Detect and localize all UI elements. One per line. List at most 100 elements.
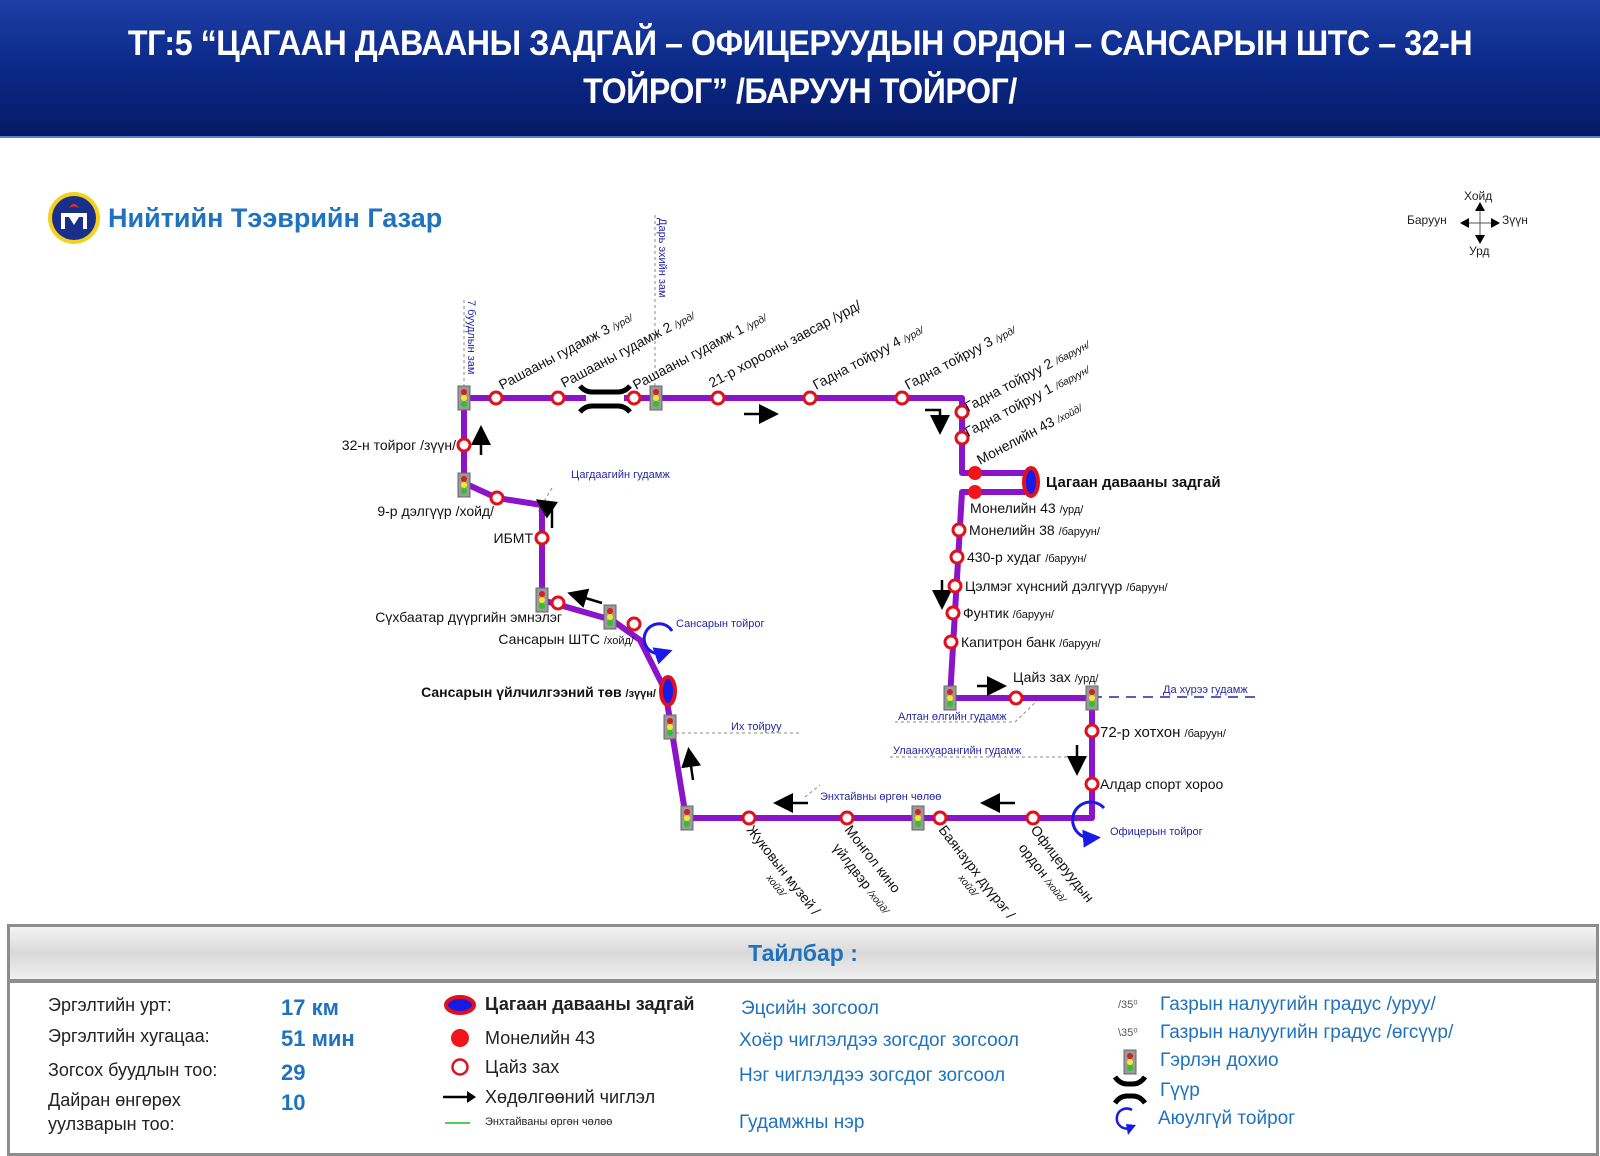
legend-extra-label: Аюулгүй тойрог	[1158, 1108, 1296, 1129]
traffic-light-icon	[1123, 1049, 1137, 1075]
compass-south: Урд	[1469, 244, 1490, 258]
legend-title: Тайлбар :	[748, 940, 858, 966]
legend-extra-label: Гэрлэн дохио	[1160, 1050, 1279, 1071]
stop-label: Монелийн 43 /хойд/	[974, 398, 1086, 467]
page-title: ТГ:5 “ЦАГААН ДАВААНЫ ЗАДГАЙ – ОФИЦЕРУУДЫ…	[127, 24, 1473, 111]
stop-kapitron	[943, 634, 959, 650]
stop-sansar-shts	[626, 616, 642, 632]
stop-funtik	[945, 605, 961, 621]
stop-g4	[802, 390, 818, 406]
legend-symbols	[443, 995, 476, 1124]
stop-zhukov	[741, 810, 757, 826]
legend-meaning: Нэг чиглэлдээ зогсдог зогсоол	[739, 1065, 1006, 1086]
stat-value: 51 мин	[281, 1026, 355, 1051]
street-label: Да хүрээ гудамж	[1163, 684, 1248, 696]
roundabout-sansar	[642, 622, 674, 665]
stop-label: Цэлмэг хүнсний дэлгүүр /баруун/	[965, 578, 1169, 594]
stop-sukhbaatar	[550, 595, 566, 611]
stop-m43-north	[968, 466, 982, 480]
stop-g1	[954, 430, 970, 446]
header-banner: ТГ:5 “ЦАГААН ДАВААНЫ ЗАДГАЙ – ОФИЦЕРУУДЫ…	[0, 0, 1600, 138]
stop-label: Капитрон банк /баруун/	[961, 634, 1101, 650]
legend-symbol-label: Хөдөлгөөний чиглэл	[485, 1087, 656, 1107]
stop-m43-south	[968, 485, 982, 499]
stop-h72	[1084, 723, 1100, 739]
street-label: 7 буудлын зам	[465, 300, 477, 374]
stat-value: 29	[281, 1060, 306, 1085]
stop-label: Фунтик /баруун/	[963, 605, 1055, 621]
street-label: Офицерын тойрог	[1110, 826, 1203, 838]
traffic-light-icon	[911, 805, 925, 831]
legend-extra-label: Газрын налуугийн градус /уруу/	[1160, 994, 1436, 1015]
stop-m38	[951, 522, 967, 538]
bridge-icon	[578, 384, 632, 414]
stop-g2	[954, 404, 970, 420]
stop-mongol-kino	[839, 810, 855, 826]
stat-value: 17 км	[281, 995, 339, 1020]
stop-label: 72-р хотхон /баруун/	[1100, 724, 1227, 741]
legend-panel: Тайлбар : Эргэлтийн урт: 17 км Эргэлтийн…	[7, 924, 1599, 1156]
stop-label: Баянзүрх дүүрэг /	[936, 822, 1019, 920]
traffic-light-icon	[457, 385, 471, 411]
stop-t32	[456, 437, 472, 453]
stop-label: 32-н тойрог /зүүн/	[342, 437, 456, 453]
stop-g3	[894, 390, 910, 406]
street-label: Дарь эхийн зам	[656, 218, 668, 298]
two-way-stop-icon	[451, 1029, 469, 1047]
stop-label: Сүхбаатар дүүргийн эмнэлэг	[375, 609, 562, 625]
stat-label: Дайран өнгөрөх	[48, 1090, 181, 1110]
stat-label: Эргэлтийн урт:	[48, 995, 172, 1015]
stop-r1	[626, 390, 642, 406]
terminal-sansar-tov	[659, 675, 677, 707]
street-label: Цагдаагийн гудамж	[571, 469, 670, 481]
emblem-icon	[48, 192, 100, 244]
legend-header: Тайлбар :	[10, 927, 1596, 983]
stop-labels: Рашааны гудамж 3 /урд/ Рашааны гудамж 2 …	[342, 297, 1227, 920]
legend-extra-label: Газрын налуугийн градус /өгсүүр/	[1160, 1022, 1454, 1043]
traffic-light-icon	[680, 805, 694, 831]
stat-label: Эргэлтийн хугацаа:	[48, 1026, 210, 1046]
stop-aldar	[1084, 776, 1100, 792]
stop-label: Цайз зах /урд/	[1013, 669, 1099, 685]
one-way-stop-icon	[451, 1058, 469, 1076]
stop-officer	[1025, 810, 1041, 826]
stop-r3	[488, 390, 504, 406]
compass-west: Баруун	[1407, 213, 1447, 227]
slope-up-icon: \35⁰	[1118, 1027, 1138, 1039]
legend-extra-label: Гүүр	[1160, 1080, 1200, 1101]
terminal-label: Сансарын үйлчилгээний төв /зүүн/	[421, 684, 656, 700]
traffic-light-icon	[649, 385, 663, 411]
legend-symbol-label: Цагаан давааны задгай	[485, 994, 695, 1014]
direction-arrows	[471, 404, 1087, 813]
stop-z21	[710, 390, 726, 406]
roundabout-icon	[1115, 1107, 1136, 1135]
stop-label: Рашааны гудамж 1 /урд/	[630, 308, 770, 393]
stop-label: Монелийн 38 /баруун/	[969, 522, 1101, 538]
street-labels: 7 буудлын зам Дарь эхийн зам Цагдаагийн …	[465, 218, 1248, 838]
legend-symbol-label: Энхтайваны өргөн чөлөө	[485, 1116, 613, 1128]
terminal-label: Цагаан давааны задгай	[1046, 474, 1221, 491]
traffic-light-icon	[943, 685, 957, 711]
stop-r2	[550, 390, 566, 406]
stop-label: 9-р дэлгүүр /хойд/	[377, 503, 494, 519]
terminal-stop-icon	[444, 995, 476, 1015]
stop-label: Сансарын ШТС /хойд/	[498, 631, 635, 647]
traffic-light-icon	[603, 604, 617, 630]
stat-label: Зогсох буудлын тоо:	[48, 1060, 218, 1080]
stat-value: 10	[281, 1090, 306, 1115]
legend-symbol-label: Монелийн 43	[485, 1028, 596, 1048]
traffic-light-icon	[1085, 685, 1099, 711]
traffic-light-icon	[457, 472, 471, 498]
terminal-tsagaan-davaa	[1022, 466, 1040, 498]
street-label: Сансарын тойрог	[676, 618, 764, 630]
legend-meaning: Эцсийн зогсоол	[741, 998, 879, 1019]
route-map: 7 буудлын зам Дарь эхийн зам Цагдаагийн …	[342, 215, 1255, 920]
roundabout-officer	[1071, 800, 1106, 848]
stop-d9	[489, 490, 505, 506]
stop-ibmt	[534, 530, 550, 546]
stop-label: Жуковын музей /	[744, 822, 824, 918]
street-label: Алтан өлгийн гудамж	[898, 711, 1007, 723]
bridge-icon	[1113, 1075, 1147, 1105]
stop-label: ИБМТ	[494, 530, 534, 546]
compass: Хойд Урд Баруун Зүүн	[1407, 189, 1540, 265]
